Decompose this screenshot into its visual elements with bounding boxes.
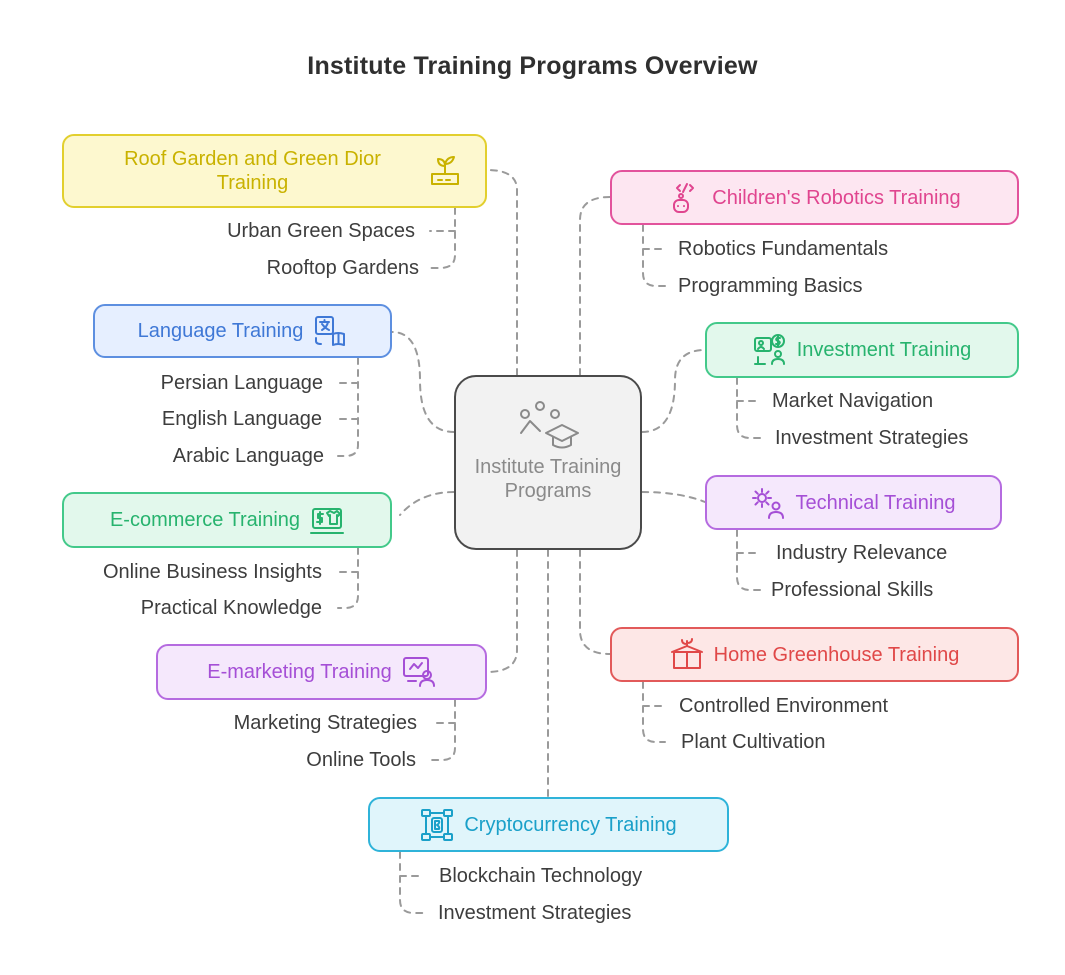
program-node-technical[interactable]: Technical Training — [705, 475, 1002, 530]
page-title: Institute Training Programs Overview — [307, 52, 758, 80]
program-label-roof-garden: Roof Garden and Green Dior Training — [124, 148, 381, 194]
sub-item-professional-skills: Professional Skills — [771, 579, 934, 601]
sub-item-online-business-insights: Online Business Insights — [102, 561, 322, 583]
connector-robotics — [579, 196, 611, 376]
center-node[interactable]: Institute Training Programs — [454, 375, 642, 550]
shop-laptop-icon — [310, 508, 345, 534]
program-label-crypto: Cryptocurrency Training — [464, 813, 677, 836]
bracket-robotics — [642, 224, 666, 287]
sub-item-english-language: English Language — [161, 408, 322, 430]
bracket-technical — [736, 529, 761, 591]
sub-item-blockchain-technology: Blockchain Technology — [439, 865, 643, 887]
program-label-robotics: Children's Robotics Training — [712, 186, 961, 209]
program-node-robotics[interactable]: Children's Robotics Training — [610, 170, 1019, 225]
bracket-greenhouse — [642, 681, 666, 743]
program-node-greenhouse[interactable]: Home Greenhouse Training — [610, 627, 1019, 682]
sub-item-crypto-investment-strategies: Investment Strategies — [438, 902, 632, 924]
bracket-investment — [736, 377, 761, 439]
sub-item-programming-basics: Programming Basics — [678, 275, 863, 297]
sub-item-online-tools: Online Tools — [306, 749, 416, 771]
program-label-technical: Technical Training — [795, 491, 956, 514]
sub-item-industry-relevance: Industry Relevance — [776, 542, 948, 564]
sub-item-investment-strategies: Investment Strategies — [775, 427, 969, 449]
program-node-language[interactable]: Language Training — [93, 304, 392, 358]
sub-item-arabic-language: Arabic Language — [172, 445, 324, 467]
connector-language — [391, 331, 455, 433]
translate-book-icon — [315, 316, 346, 346]
sub-item-controlled-environment: Controlled Environment — [679, 695, 888, 717]
program-label-investment: Investment Training — [796, 339, 972, 361]
bracket-language — [337, 357, 359, 457]
sub-item-rooftop-gardens: Rooftop Gardens — [266, 257, 419, 279]
program-node-roof-garden[interactable]: Roof Garden and Green Dior Training — [62, 134, 487, 208]
sub-item-urban-green-spaces: Urban Green Spaces — [227, 220, 415, 242]
program-node-crypto[interactable]: Cryptocurrency Training — [368, 797, 729, 852]
connector-roof-garden — [486, 169, 518, 376]
connector-technical — [641, 491, 706, 503]
sub-item-persian-language: Persian Language — [160, 372, 323, 394]
bracket-roof-garden — [429, 207, 456, 269]
marketing-person-icon — [402, 657, 435, 687]
center-label: Institute Training Programs — [474, 456, 622, 502]
investor-icon — [753, 334, 785, 365]
program-label-ecommerce: E-commerce Training — [109, 509, 301, 531]
program-label-greenhouse: Home Greenhouse Training — [713, 643, 960, 666]
connector-ecommerce — [399, 491, 455, 516]
sub-item-practical-knowledge: Practical Knowledge — [140, 597, 322, 619]
program-node-investment[interactable]: Investment Training — [705, 322, 1019, 378]
sub-item-market-navigation: Market Navigation — [772, 390, 934, 412]
bracket-emarketing — [431, 699, 456, 761]
program-label-language: Language Training — [137, 320, 304, 342]
sub-item-robotics-fundamentals: Robotics Fundamentals — [678, 238, 889, 260]
connector-investment — [641, 349, 706, 433]
sprout-building-icon — [430, 156, 459, 185]
bracket-ecommerce — [337, 547, 359, 609]
plant-box-icon — [670, 637, 703, 669]
sub-item-plant-cultivation: Plant Cultivation — [681, 731, 826, 753]
connector-greenhouse — [579, 549, 611, 655]
program-node-emarketing[interactable]: E-marketing Training — [156, 644, 487, 700]
robot-code-icon — [673, 182, 695, 213]
blockchain-icon — [421, 808, 454, 841]
sub-item-marketing-strategies: Marketing Strategies — [233, 712, 417, 734]
program-label-emarketing: E-marketing Training — [207, 661, 392, 683]
program-node-ecommerce[interactable]: E-commerce Training — [62, 492, 392, 548]
bracket-crypto — [399, 851, 425, 914]
graduation-network-icon — [520, 401, 579, 449]
gears-person-icon — [752, 487, 785, 519]
connector-emarketing — [486, 549, 518, 673]
